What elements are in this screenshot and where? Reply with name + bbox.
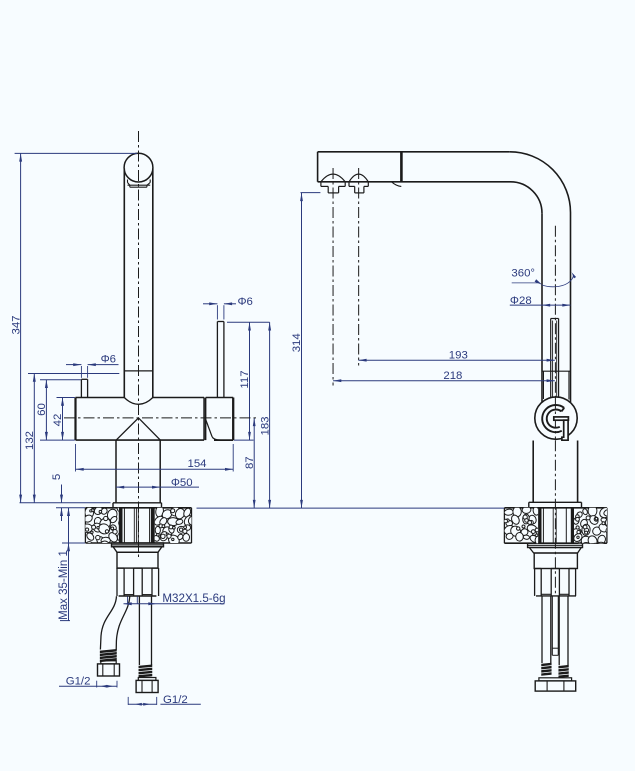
svg-text:218: 218 (443, 370, 462, 382)
svg-text:193: 193 (449, 349, 468, 361)
svg-text:360°: 360° (511, 268, 535, 280)
svg-text:Φ6: Φ6 (101, 353, 116, 365)
svg-text:42: 42 (52, 414, 64, 427)
svg-text:Max 35-Min 1: Max 35-Min 1 (58, 550, 70, 620)
svg-text:5: 5 (51, 474, 63, 480)
svg-text:M32X1.5-6g: M32X1.5-6g (162, 592, 225, 605)
svg-text:314: 314 (291, 333, 303, 352)
svg-text:132: 132 (24, 431, 36, 450)
svg-text:Φ6: Φ6 (237, 296, 252, 308)
svg-text:347: 347 (10, 315, 22, 334)
svg-text:G1/2: G1/2 (163, 694, 188, 706)
svg-text:Φ28: Φ28 (510, 295, 532, 307)
svg-text:154: 154 (187, 458, 206, 470)
svg-text:87: 87 (244, 456, 256, 469)
svg-text:117: 117 (239, 370, 251, 388)
svg-text:183: 183 (259, 416, 271, 435)
svg-text:60: 60 (36, 403, 48, 416)
svg-text:Φ50: Φ50 (171, 477, 193, 489)
svg-text:G1/2: G1/2 (66, 675, 91, 687)
